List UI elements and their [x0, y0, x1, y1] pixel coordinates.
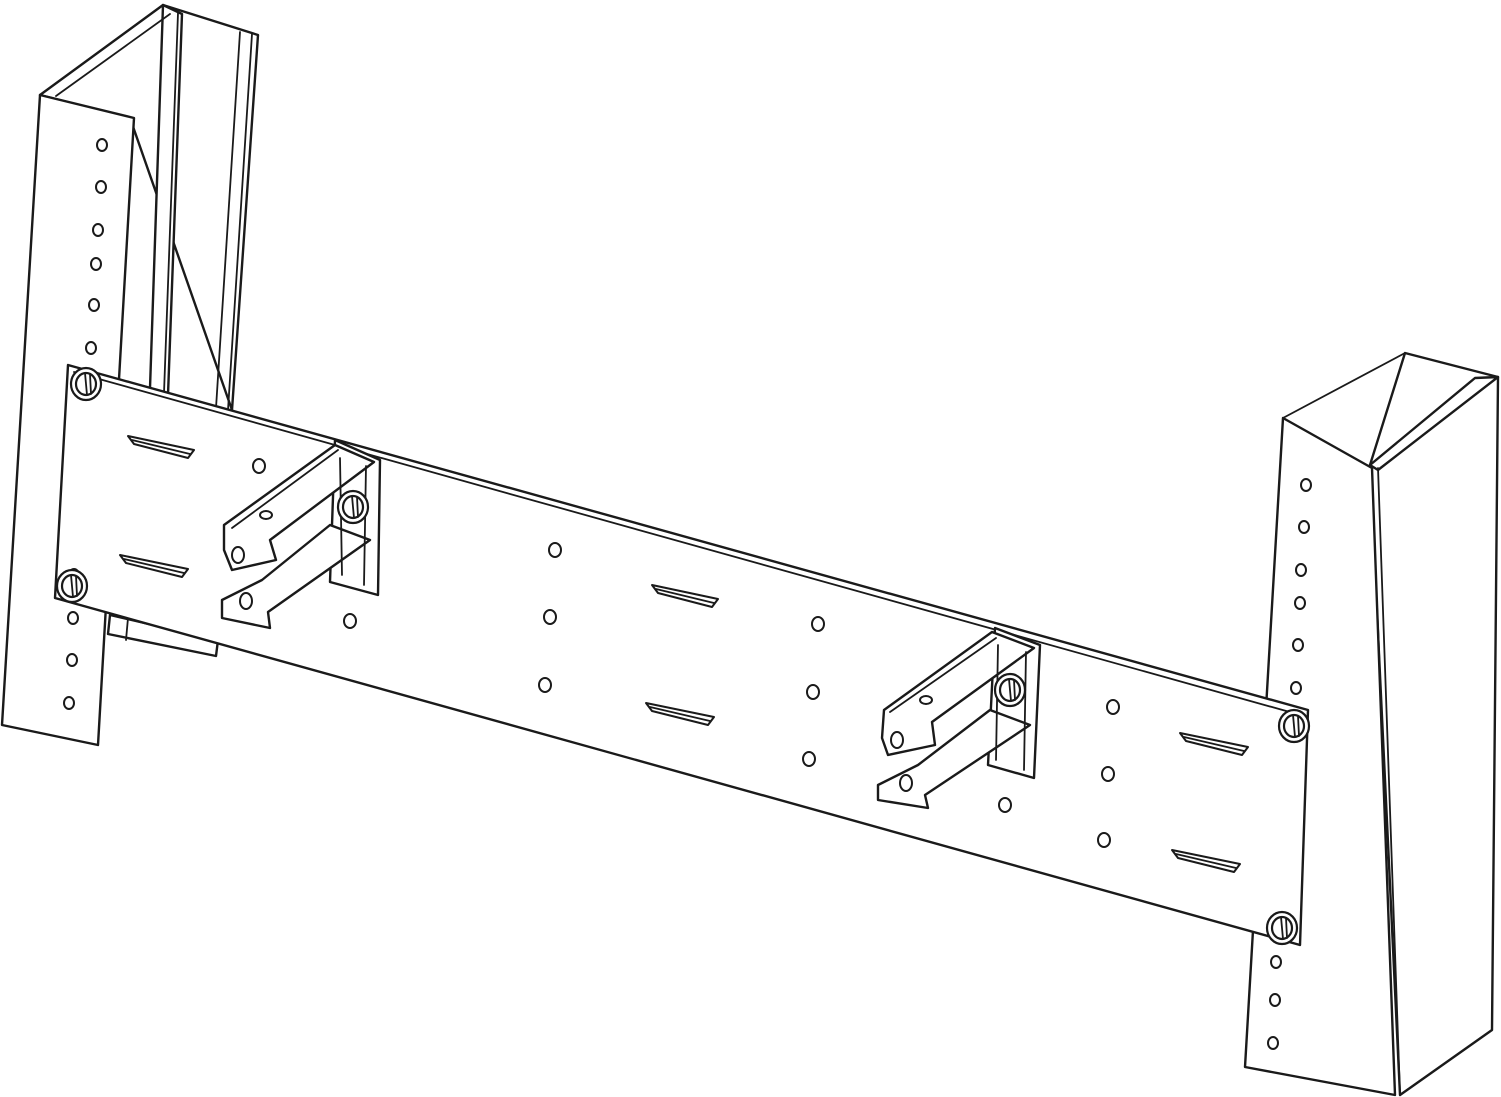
mounting-panel-face [53, 363, 1310, 947]
left-bracket [220, 438, 382, 630]
panel-hole [1097, 832, 1111, 848]
left-bracket-upper-hole [231, 546, 245, 564]
panel-hole [1101, 766, 1115, 782]
panel-slot [1171, 849, 1241, 873]
panel-hole [548, 542, 562, 558]
left-rail-hole [90, 257, 102, 271]
left-rail-hole [66, 653, 78, 667]
panel-hole [538, 677, 552, 693]
right-bracket-upper-arm [880, 630, 1036, 757]
right-rail-hole [1269, 993, 1281, 1007]
panel-slot [119, 554, 189, 578]
panel-hole [543, 609, 557, 625]
left-rail-hole [95, 180, 107, 194]
panel-holes [252, 458, 1120, 848]
panel-hole [802, 751, 816, 767]
right-bracket-screw [993, 672, 1027, 708]
left-rail-hole [92, 223, 104, 237]
right-rail-hole [1267, 1036, 1279, 1050]
right-rail-top-return [1368, 375, 1500, 472]
right-rail-hole [1300, 478, 1312, 492]
left-bracket-screw [336, 489, 370, 525]
panel-hole [343, 613, 357, 629]
right-rail-hole [1290, 681, 1302, 695]
left-rail-hole [63, 696, 75, 710]
panel-screw-top-right [1277, 708, 1311, 744]
right-rail-hole [1270, 955, 1282, 969]
panel-hole [806, 684, 820, 700]
panel-slots [119, 435, 1249, 873]
left-bracket-upper-arm [222, 443, 376, 572]
panel-slot [1179, 732, 1249, 756]
panel-slot [127, 435, 195, 459]
panel-screw-top-left [69, 366, 103, 402]
right-bracket-lower-arm [876, 708, 1032, 810]
panel-hole [252, 458, 266, 474]
right-bracket-top-hole [919, 695, 933, 705]
left-bracket-lower-arm [220, 523, 372, 630]
panel-hole [1106, 699, 1120, 715]
left-rail-hole [88, 298, 100, 312]
right-rail-side [1368, 351, 1500, 1097]
right-rail-hole [1298, 520, 1310, 534]
right-rail-hole [1295, 563, 1307, 577]
left-bracket-top-hole [259, 510, 273, 520]
left-rail-hole [85, 341, 97, 355]
panel-screw-bottom-right [1265, 910, 1299, 946]
panel-hole [998, 797, 1012, 813]
left-rail-hole [67, 611, 79, 625]
panel-hole [811, 616, 825, 632]
right-bracket-lower-hole [899, 774, 913, 792]
right-rail-hole [1294, 596, 1306, 610]
right-rail-hole [1292, 638, 1304, 652]
left-rail-hole [96, 138, 108, 152]
screws [55, 366, 1311, 946]
rail-holes [63, 138, 1312, 1050]
left-bracket-lower-hole [239, 592, 253, 610]
panel-slot [645, 702, 715, 726]
panel-slot [651, 584, 719, 608]
mounting-panel [53, 363, 1310, 947]
right-bracket-upper-hole [890, 731, 904, 749]
panel-screw-bottom-left [55, 568, 89, 604]
